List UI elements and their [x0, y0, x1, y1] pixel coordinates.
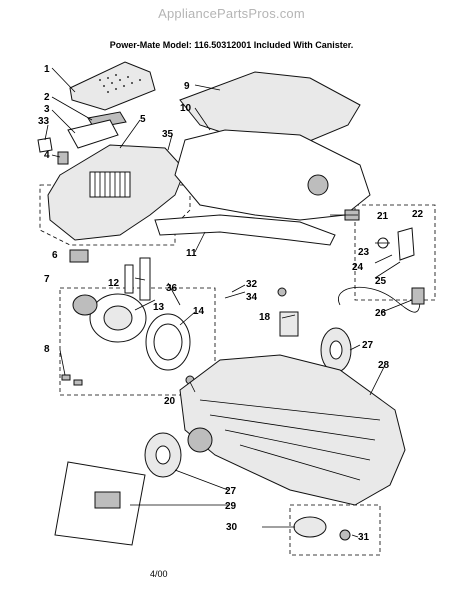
callout-20: 20	[164, 396, 176, 407]
callout-14: 14	[193, 306, 205, 317]
callout-9: 9	[184, 81, 190, 92]
callout-8: 8	[44, 344, 50, 355]
callout-25: 25	[375, 276, 387, 287]
callout-10: 10	[180, 103, 192, 114]
part-34-pin	[224, 291, 246, 299]
part-30-caster	[293, 516, 327, 538]
callout-7: 7	[44, 274, 50, 285]
callout-18: 18	[259, 312, 271, 323]
callout-31: 31	[358, 532, 370, 543]
group-box-bottom-wheel	[289, 504, 381, 556]
callout-22: 22	[412, 209, 424, 220]
callout-35: 35	[162, 129, 174, 140]
hose-loop	[338, 286, 421, 313]
part-6-pad	[69, 249, 89, 263]
callout-13: 13	[153, 302, 165, 313]
top-shell-part	[179, 71, 361, 146]
callout-27-lower: 27	[225, 486, 237, 497]
callout-6: 6	[52, 250, 58, 261]
callout-33: 33	[38, 116, 50, 127]
revision-date: 4/00	[150, 569, 168, 579]
callout-1: 1	[44, 64, 50, 75]
part-22-bracket	[397, 227, 415, 261]
callout-28: 28	[378, 360, 390, 371]
callout-30: 30	[226, 522, 238, 533]
part-7-fan	[72, 294, 98, 316]
bumper-strip-part	[154, 214, 336, 246]
part-33-cord-clip	[37, 137, 53, 153]
filter-cover-part	[69, 61, 156, 111]
callout-34: 34	[246, 292, 258, 303]
main-body-part	[174, 129, 371, 221]
diagram-title: Power-Mate Model: 116.50312001 Included …	[109, 40, 354, 50]
part-12-bracket	[124, 264, 134, 294]
callout-26: 26	[375, 308, 387, 319]
part-4-clip	[57, 151, 69, 165]
callout-4: 4	[44, 150, 50, 161]
leader-lines	[44, 67, 413, 538]
callout-5: 5	[140, 114, 146, 125]
callout-24: 24	[352, 262, 364, 273]
part-26-plug	[411, 287, 425, 305]
callout-36: 36	[166, 283, 178, 294]
callout-11: 11	[186, 248, 197, 259]
callout-27-upper: 27	[362, 340, 374, 351]
callout-29: 29	[225, 501, 237, 512]
screws-part-8	[61, 374, 83, 386]
watermark: AppliancePartsPros.com	[158, 6, 305, 21]
group-box-right-hose	[354, 204, 436, 301]
callout-23: 23	[358, 247, 370, 258]
callout-12: 12	[108, 278, 120, 289]
part-31	[339, 529, 351, 541]
callout-2: 2	[44, 92, 50, 103]
callout-21: 21	[377, 211, 389, 222]
part-32	[277, 287, 287, 297]
callout-32: 32	[246, 279, 258, 290]
part-18-pad	[279, 311, 299, 337]
canister-base-part	[179, 354, 406, 506]
filter-3-part	[67, 119, 119, 149]
callout-3: 3	[44, 104, 50, 115]
